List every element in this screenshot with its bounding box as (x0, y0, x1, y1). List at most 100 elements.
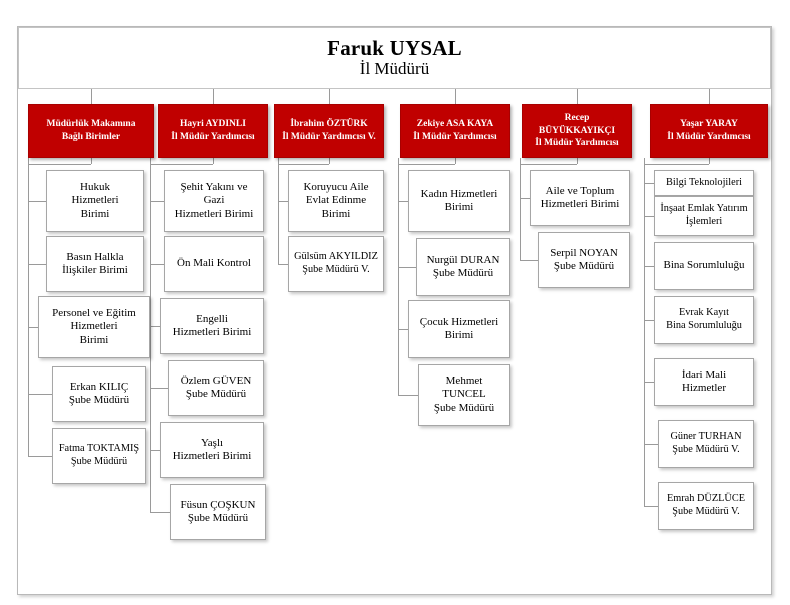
text-line: Şube Müdürü V. (672, 506, 740, 517)
connector-line-horizontal (520, 164, 577, 165)
text-line: Basın Halkla (66, 250, 124, 263)
connector-line-horizontal (644, 216, 654, 217)
text-line: İl Müdür Yardımcısı (667, 132, 751, 142)
node-box-col-6-1[interactable]: Bilgi Teknolojileri (654, 170, 754, 196)
text-line: Bağlı Birimler (61, 132, 121, 142)
text-line: Şube Müdürü (432, 267, 494, 279)
connector-line-horizontal (398, 164, 455, 165)
text-line: Bina Sorumluluğu (666, 320, 742, 331)
connector-line-vertical (398, 158, 399, 395)
text-line: İdari Mali (681, 368, 727, 381)
connector-line-horizontal (28, 164, 91, 165)
head-box-col-2[interactable]: Hayri AYDINLI İl Müdür Yardımcısı (158, 104, 268, 158)
connector-line-vertical (213, 89, 214, 104)
text-line: Evlat Edinme (305, 194, 367, 207)
text-line: Şube Müdürü (187, 512, 249, 524)
text-line: TUNCEL (442, 388, 486, 401)
text-line: Recep (564, 113, 590, 124)
connector-line-horizontal (28, 456, 52, 457)
text-line: Birimi (79, 333, 109, 346)
text-line: Hayri AYDINLI (180, 119, 246, 130)
text-line: Özlem GÜVEN (180, 374, 252, 387)
text-line: Şube Müdürü (553, 260, 615, 272)
connector-line-vertical (213, 158, 214, 164)
text-line: Ön Mali Kontrol (177, 257, 251, 270)
text-line: Gülsüm AKYILDIZ (294, 251, 378, 263)
text-line: İl Müdür Yardımcısı V. (282, 132, 376, 142)
text-line: Yaşlı (200, 436, 224, 449)
text-line: Birimi (321, 207, 351, 220)
text-line: Hizmetleri (70, 320, 118, 333)
connector-line-vertical (278, 158, 279, 264)
text-line: Birimi (80, 207, 110, 220)
text-line: Hizmetleri Birimi (172, 450, 252, 462)
connector-line-vertical (150, 158, 151, 512)
text-line: BÜYÜKKAYIKÇI (538, 125, 616, 136)
text-line: Şube Müdürü (185, 388, 247, 400)
text-line: Hukuk (80, 180, 110, 193)
connector-line-vertical (709, 158, 710, 164)
text-line: Birimi (444, 201, 474, 213)
node-box-col-6-3[interactable]: Bina Sorumluluğu (654, 242, 754, 290)
text-line: Fatma TOKTAMIŞ (58, 443, 140, 455)
text-line: Serpil NOYAN (550, 246, 618, 259)
text-line: Şehit Yakını ve (180, 180, 248, 193)
connector-line-horizontal (28, 327, 38, 328)
connector-line-horizontal (150, 326, 160, 327)
node-box-col-2-2[interactable]: Ön Mali Kontrol (164, 236, 264, 292)
text-line: Hizmetleri (71, 194, 119, 207)
connector-line-horizontal (150, 201, 164, 202)
connector-line-horizontal (150, 164, 213, 165)
text-line: İl Müdür Yardımcısı (413, 132, 497, 142)
text-line: Gazi (203, 194, 225, 207)
connector-line-vertical (28, 158, 29, 456)
text-line: Kadın Hizmetleri (420, 187, 498, 200)
connector-line-vertical (455, 89, 456, 104)
connector-line-horizontal (644, 266, 654, 267)
connector-line-vertical (577, 158, 578, 164)
connector-line-vertical (329, 89, 330, 104)
connector-line-vertical (91, 89, 92, 104)
title-box: Faruk UYSAL İl Müdürü (18, 27, 771, 89)
connector-line-vertical (644, 158, 645, 506)
text-line: Şube Müdürü (433, 401, 495, 414)
connector-line-horizontal (644, 382, 654, 383)
text-line: Personel ve Eğitim (52, 306, 136, 319)
connector-line-horizontal (644, 320, 654, 321)
text-line: Şube Müdürü V. (672, 444, 740, 455)
text-line: İlişkiler Birimi (62, 264, 128, 276)
connector-line-vertical (709, 89, 710, 104)
text-line: İl Müdür Yardımcısı (171, 132, 255, 142)
connector-line-horizontal (520, 198, 530, 199)
page-frame (17, 26, 772, 595)
connector-line-horizontal (644, 183, 654, 184)
